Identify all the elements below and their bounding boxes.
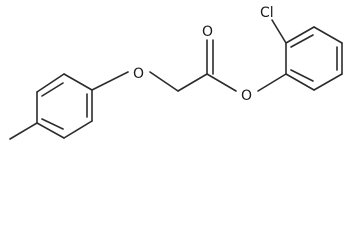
bond [91, 71, 129, 91]
bond [313, 73, 343, 91]
bond [36, 122, 65, 139]
bond [63, 73, 93, 91]
bond [41, 82, 64, 97]
methyl-bond [9, 122, 38, 140]
bond [149, 71, 179, 92]
bond [285, 73, 315, 91]
bond [177, 73, 208, 92]
carbonyl-oxygen-label: O [202, 24, 213, 40]
chloro-bond [271, 19, 287, 44]
bond [36, 73, 65, 93]
structure-canvas: O O O Cl [9, 5, 343, 140]
molecule-structure: O O O Cl [9, 5, 343, 140]
bond [290, 69, 314, 82]
bond [63, 120, 93, 139]
bond [290, 34, 314, 48]
bond [257, 73, 287, 92]
bond [285, 26, 315, 44]
chlorine-label: Cl [260, 5, 274, 21]
tolyl-ring [36, 73, 93, 139]
bond [206, 73, 237, 92]
chlorophenyl-ring [285, 26, 343, 91]
bond [41, 118, 64, 130]
bond [313, 26, 343, 44]
ester-oxygen-label: O [241, 88, 252, 104]
ether-oxygen-label: O [133, 66, 144, 82]
